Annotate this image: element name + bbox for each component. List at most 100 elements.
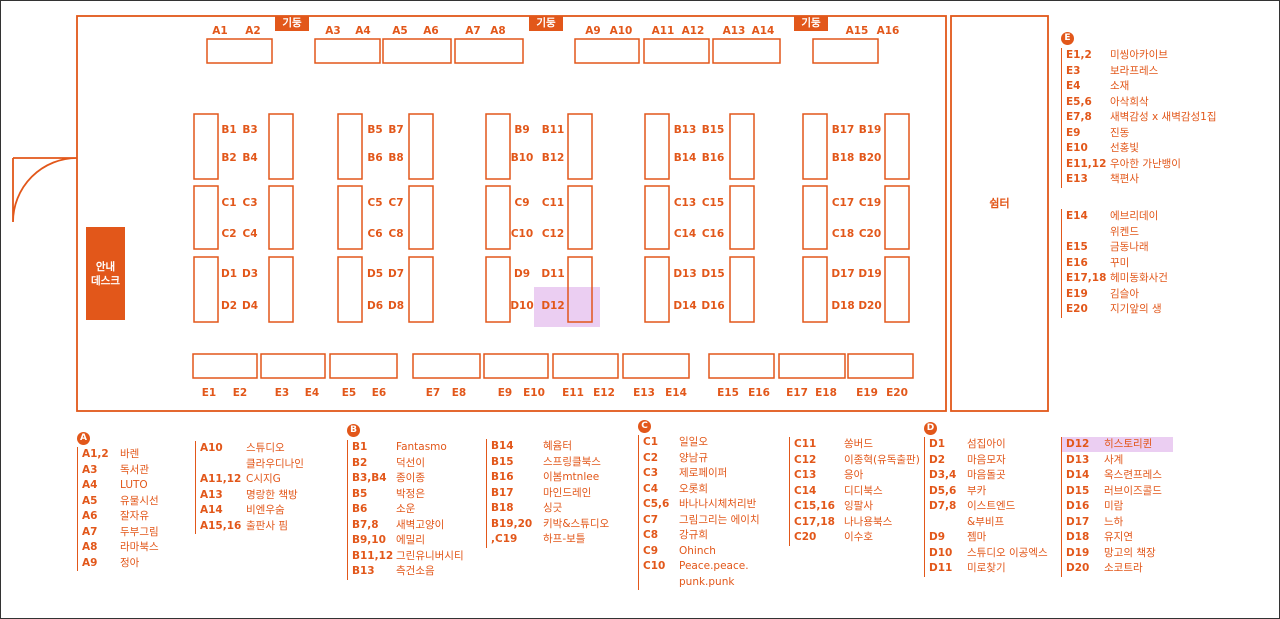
booth-label: B8 <box>388 152 403 164</box>
legend-entry: punk.punk <box>643 575 778 591</box>
booth-column <box>408 185 434 250</box>
legend-entry-name: Peace.peace. <box>679 560 749 572</box>
legend-entry-name: 바나나시체처리반 <box>679 498 757 510</box>
booth-label: E18 <box>815 387 837 399</box>
legend-entry-name: 새벽감성 x 새벽감성1집 <box>1110 111 1217 123</box>
legend-entry-name: 덕선이 <box>396 456 425 469</box>
legend-entry-id: A5 <box>82 494 98 507</box>
booth-label: D11 <box>541 268 564 280</box>
bottom-booth <box>192 353 258 379</box>
door <box>12 157 78 223</box>
booth-column <box>644 113 670 180</box>
pillar-3: 기둥 <box>794 16 828 31</box>
legend-entry-name: 하프-보틀 <box>543 533 586 545</box>
legend-entry-id: D10 <box>929 546 953 559</box>
legend-entry-id: B7,8 <box>352 518 379 531</box>
legend-entry-name: 잉팔사 <box>844 500 873 512</box>
booth-label: E5 <box>342 387 356 399</box>
legend-entry: &부비프 <box>929 515 1059 531</box>
legend-entry-name: 보라프레스 <box>1110 64 1159 77</box>
legend-entry-name: 비엔우숨 <box>246 504 285 516</box>
legend-entry-name: 출판사 핌 <box>246 519 288 532</box>
legend-entry: D15 러브이즈콜드 <box>1066 484 1196 500</box>
booth-column <box>729 256 755 323</box>
legend-entry-id: C10 <box>643 560 666 572</box>
booth-label: A6 <box>423 25 438 37</box>
legend-entry-id: C14 <box>794 484 817 497</box>
booth-label: A1 <box>212 25 227 37</box>
legend-entry-name: 이스트엔드 <box>967 500 1016 512</box>
booth-label: E6 <box>372 387 386 399</box>
legend-entry-id: D15 <box>1066 484 1090 497</box>
legend-entry-name: C시지G <box>246 473 281 485</box>
booth-column <box>802 113 828 180</box>
legend-entry-name: 책편사 <box>1110 173 1139 185</box>
legend-entry-id: D18 <box>1066 531 1090 543</box>
booth-label: C17 <box>832 197 854 209</box>
legend-entry-id: D5,6 <box>929 484 957 497</box>
legend-entry-id: C3 <box>643 467 659 479</box>
legend-entry-name: 위켄드 <box>1110 225 1139 238</box>
booth-column <box>802 185 828 250</box>
booth-label: C7 <box>388 197 403 209</box>
legend-entry-name: 종이종 <box>396 472 425 484</box>
legend-entry-name: 클라우디나인 <box>246 457 304 470</box>
booth-label: C8 <box>388 228 403 240</box>
bottom-booth <box>847 353 914 379</box>
booth-label: B5 <box>367 124 382 136</box>
legend-entry-id: D9 <box>929 531 946 543</box>
legend-entry-name: 러브이즈콜드 <box>1104 484 1162 497</box>
booth-column <box>567 256 593 323</box>
top-booth <box>382 38 452 64</box>
legend-entry-id: A8 <box>82 541 98 553</box>
legend-entry-id: C9 <box>643 544 659 557</box>
booth-column <box>337 185 363 250</box>
booth-label: E3 <box>275 387 289 399</box>
legend-entry-name: 에브리데이 <box>1110 210 1159 222</box>
legend-entry-id: B18 <box>491 502 514 514</box>
booth-label: C13 <box>674 197 696 209</box>
legend-entry-id: D3,4 <box>929 469 957 481</box>
legend-entry-name: 이수호 <box>844 531 873 543</box>
hall-outline <box>76 15 947 412</box>
legend-entry-id: D1 <box>929 438 946 450</box>
booth-column <box>644 256 670 323</box>
booth-label: C11 <box>542 197 564 209</box>
booth-label: B17 <box>832 124 855 136</box>
legend-entry-id: E20 <box>1066 303 1088 315</box>
legend-entry-id: C11 <box>794 438 817 450</box>
legend-entry-id: B6 <box>352 503 368 515</box>
booth-label: C19 <box>859 197 881 209</box>
booth-column <box>802 256 828 323</box>
legend-entry-name: 아삭희삭 <box>1110 95 1149 108</box>
legend-entry-name: Ohinch <box>679 544 716 557</box>
legend-entry-id: A7 <box>82 525 98 538</box>
legend-entry-name: 제로페이퍼 <box>679 467 728 479</box>
booth-label: E7 <box>426 387 440 399</box>
booth-label: B14 <box>674 152 697 164</box>
booth-label: B2 <box>221 152 236 164</box>
booth-label: D7 <box>388 268 404 280</box>
booth-label: C1 <box>221 197 236 209</box>
booth-label: D8 <box>388 300 404 312</box>
legend-entry-id: A6 <box>82 510 98 522</box>
booth-column <box>337 256 363 323</box>
